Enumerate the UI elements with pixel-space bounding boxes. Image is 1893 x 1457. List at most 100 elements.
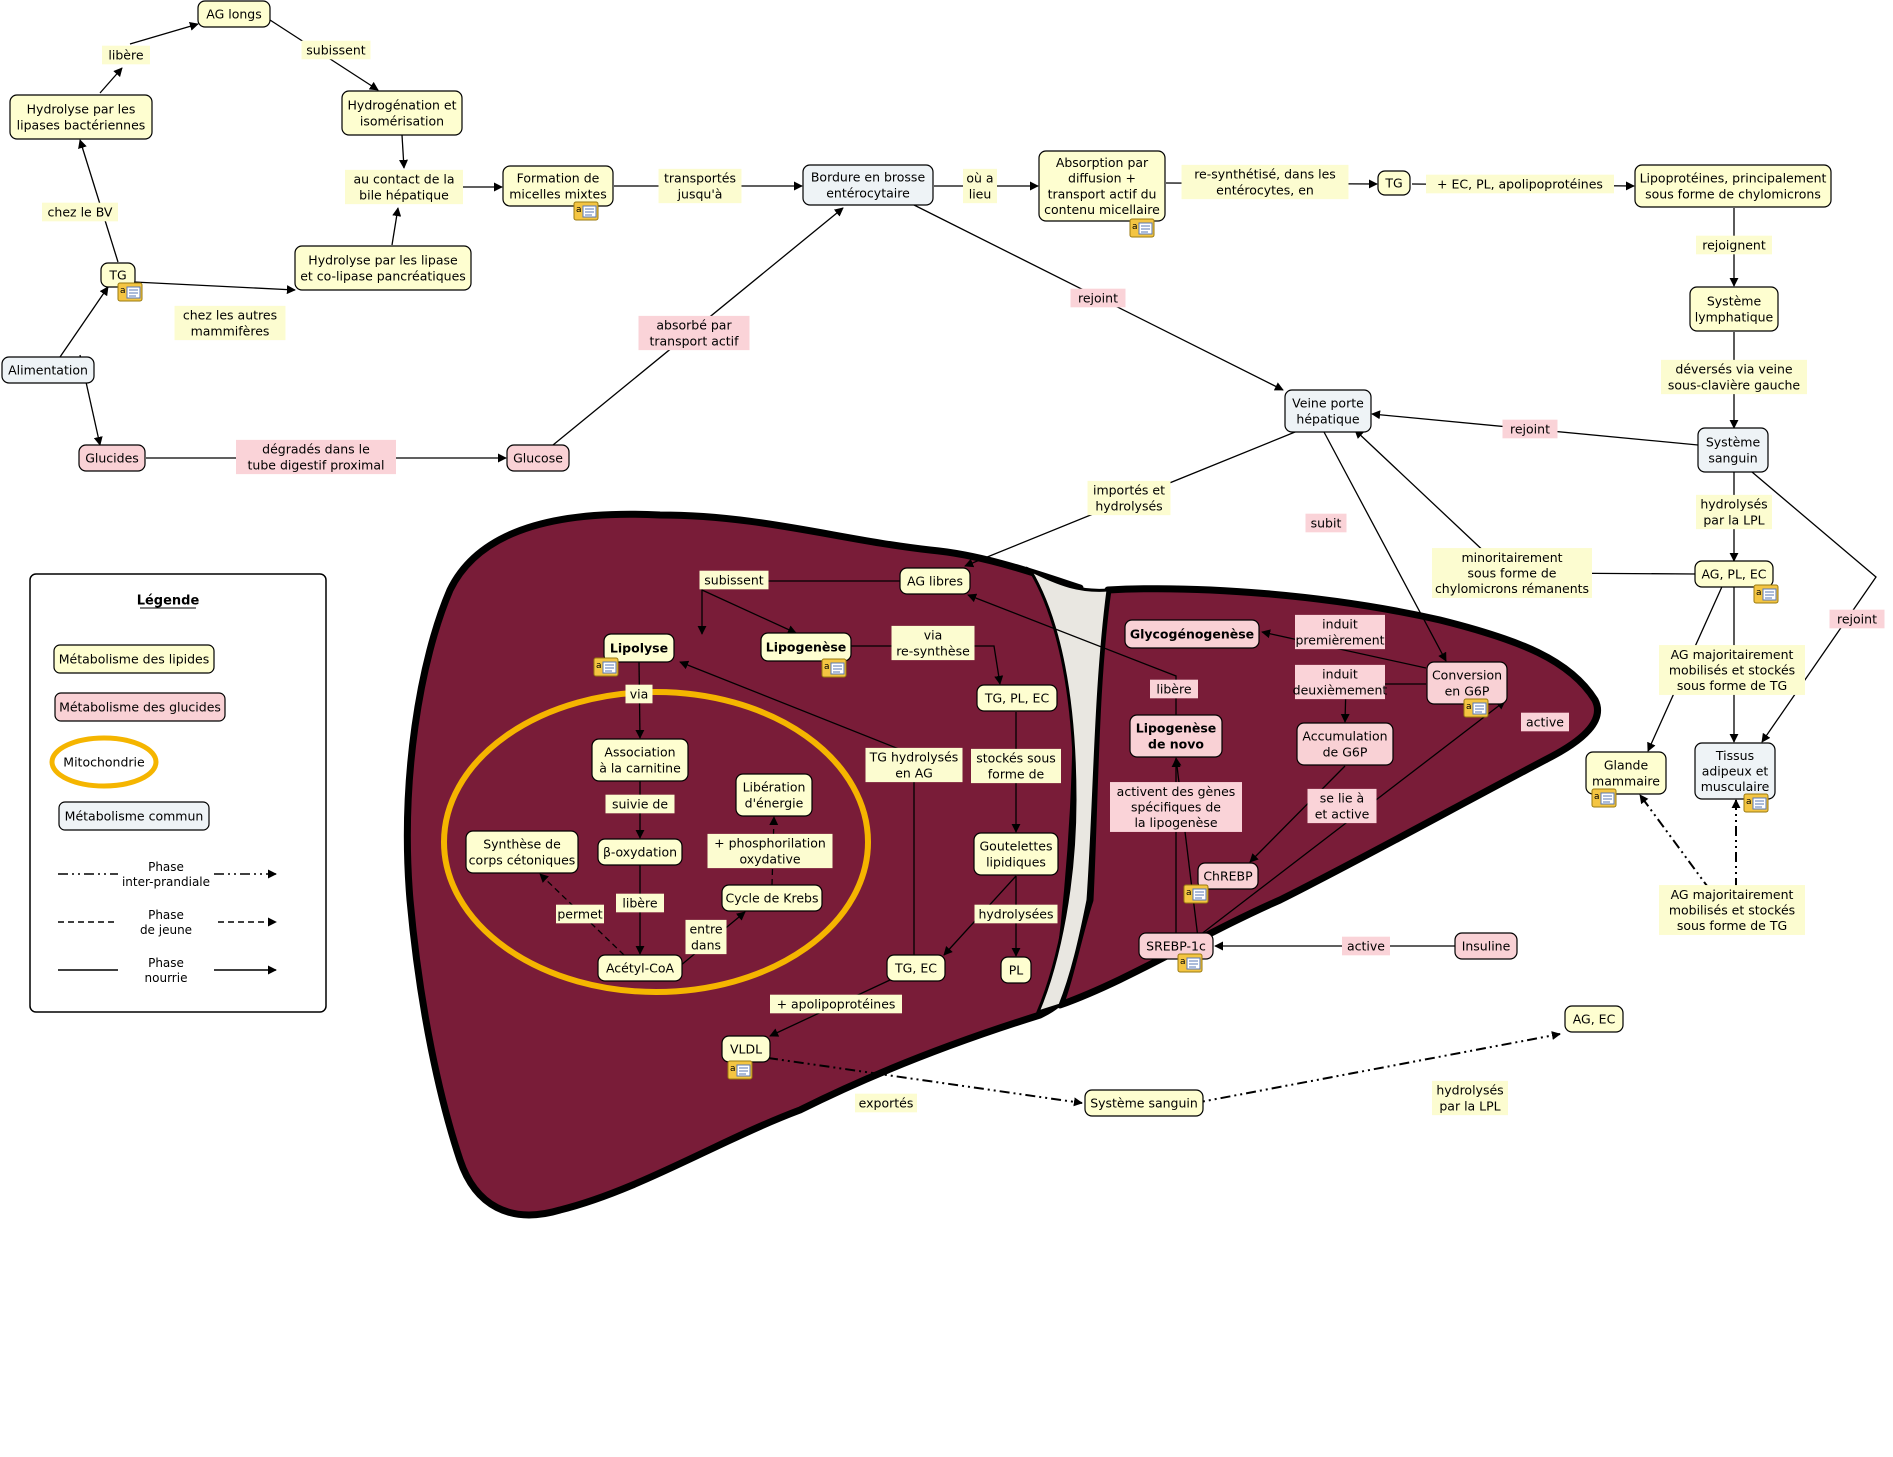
node-box-sys-lymph[interactable] xyxy=(1689,286,1779,332)
note-attachment-icon[interactable] xyxy=(1753,584,1779,604)
node-box-beta[interactable] xyxy=(597,838,683,866)
node-box-lipo-novo[interactable] xyxy=(1129,714,1223,758)
node-box-absorption[interactable] xyxy=(1038,150,1166,222)
node-lipolyse[interactable]: Lipolyse xyxy=(593,633,675,677)
node-lipogenese[interactable]: Lipogenèse xyxy=(760,632,852,678)
link-text-hydrolysees: hydrolysées xyxy=(978,907,1053,922)
note-attachment-icon[interactable] xyxy=(593,657,619,677)
node-box-assoc[interactable] xyxy=(591,738,689,782)
node-glycogeno[interactable]: Glycogénogenèse xyxy=(1124,619,1260,649)
node-insuline[interactable]: Insuline xyxy=(1454,932,1518,960)
node-box-tg2[interactable] xyxy=(1377,170,1411,196)
node-box-sys-sanguin[interactable] xyxy=(1697,427,1769,473)
node-box-sys-sanguin2[interactable] xyxy=(1084,1089,1204,1117)
node-box-chrebp[interactable] xyxy=(1197,862,1259,890)
node-box-bordure[interactable] xyxy=(802,164,934,206)
note-attachment-icon[interactable] xyxy=(1743,793,1769,813)
node-box-tg-pl-ec[interactable] xyxy=(976,684,1058,712)
node-box-hydro-bact[interactable] xyxy=(9,94,153,140)
node-box-ag-pl-ec[interactable] xyxy=(1694,560,1774,588)
node-box-micelles[interactable] xyxy=(502,165,614,207)
node-krebs[interactable]: Cycle de Krebs xyxy=(721,884,823,912)
node-box-synthese[interactable] xyxy=(465,830,579,874)
node-pl[interactable]: PL xyxy=(1000,956,1032,984)
note-attachment-icon[interactable] xyxy=(1463,698,1489,718)
node-box-ag-libres[interactable] xyxy=(899,567,971,595)
node-sys-sanguin2[interactable]: Système sanguin xyxy=(1084,1089,1204,1117)
node-ag-longs[interactable]: AG longs xyxy=(197,0,271,28)
node-ag-libres[interactable]: AG libres xyxy=(899,567,971,595)
note-attachment-icon[interactable] xyxy=(1183,884,1209,904)
node-vldl[interactable]: VLDL xyxy=(721,1035,771,1080)
node-box-glande[interactable] xyxy=(1585,751,1667,795)
node-tg-pl-ec[interactable]: TG, PL, EC xyxy=(976,684,1058,712)
node-box-glycogeno[interactable] xyxy=(1124,619,1260,649)
link-text-active1: active xyxy=(1347,939,1385,954)
node-box-gouttelettes[interactable] xyxy=(973,832,1059,876)
note-attachment-icon[interactable] xyxy=(727,1060,753,1080)
node-box-liberation[interactable] xyxy=(735,773,813,817)
node-box-acetyl[interactable] xyxy=(597,954,683,982)
node-box-glucose[interactable] xyxy=(506,444,570,472)
node-box-insuline[interactable] xyxy=(1454,932,1518,960)
node-tg-ec[interactable]: TG, EC xyxy=(886,954,946,982)
note-attachment-icon[interactable] xyxy=(821,658,847,678)
node-alimentation[interactable]: Alimentation xyxy=(1,356,95,384)
node-box-hydro-panc[interactable] xyxy=(294,245,472,291)
node-box-accumulation[interactable] xyxy=(1296,722,1394,766)
note-attachment-icon[interactable] xyxy=(117,282,143,302)
note-attachment-icon[interactable] xyxy=(1177,953,1203,973)
node-glucides[interactable]: Glucides xyxy=(78,444,146,472)
node-glucose[interactable]: Glucose xyxy=(506,444,570,472)
link-text-rejoint-bb: rejoint xyxy=(1078,291,1118,306)
node-box-glucides[interactable] xyxy=(78,444,146,472)
node-box-tissus[interactable] xyxy=(1694,742,1776,800)
node-box-ag-longs[interactable] xyxy=(197,0,271,28)
note-attachment-icon[interactable] xyxy=(1591,788,1617,808)
node-box-hydrog[interactable] xyxy=(341,90,463,136)
node-ag-ec[interactable]: AG, EC xyxy=(1564,1005,1624,1033)
link-label-via: via xyxy=(625,684,653,704)
node-box-pl[interactable] xyxy=(1000,956,1032,984)
node-srebp[interactable]: SREBP-1c xyxy=(1138,932,1214,973)
node-box-alimentation[interactable] xyxy=(1,356,95,384)
node-ag-pl-ec[interactable]: AG, PL, EC xyxy=(1694,560,1779,604)
node-beta[interactable]: β-oxydation xyxy=(597,838,683,866)
node-tg1[interactable]: TG xyxy=(100,262,143,302)
node-box-lipogenese[interactable] xyxy=(760,632,852,662)
note-attachment-icon[interactable] xyxy=(573,201,599,221)
node-box-lipolyse[interactable] xyxy=(603,633,675,663)
node-box-srebp[interactable] xyxy=(1138,932,1214,960)
note-attachment-icon[interactable] xyxy=(1129,218,1155,238)
node-box-lipoprot[interactable] xyxy=(1634,164,1832,208)
node-acetyl[interactable]: Acétyl-CoA xyxy=(597,954,683,982)
node-box-ag-ec[interactable] xyxy=(1564,1005,1624,1033)
node-chrebp[interactable]: ChREBP xyxy=(1183,862,1259,904)
node-box-tg-ec[interactable] xyxy=(886,954,946,982)
node-tg2[interactable]: TG xyxy=(1377,170,1411,196)
edge-arrow-29 xyxy=(1194,1031,1561,1104)
node-box-krebs[interactable] xyxy=(721,884,823,912)
node-box-veine-porte[interactable] xyxy=(1284,389,1372,433)
